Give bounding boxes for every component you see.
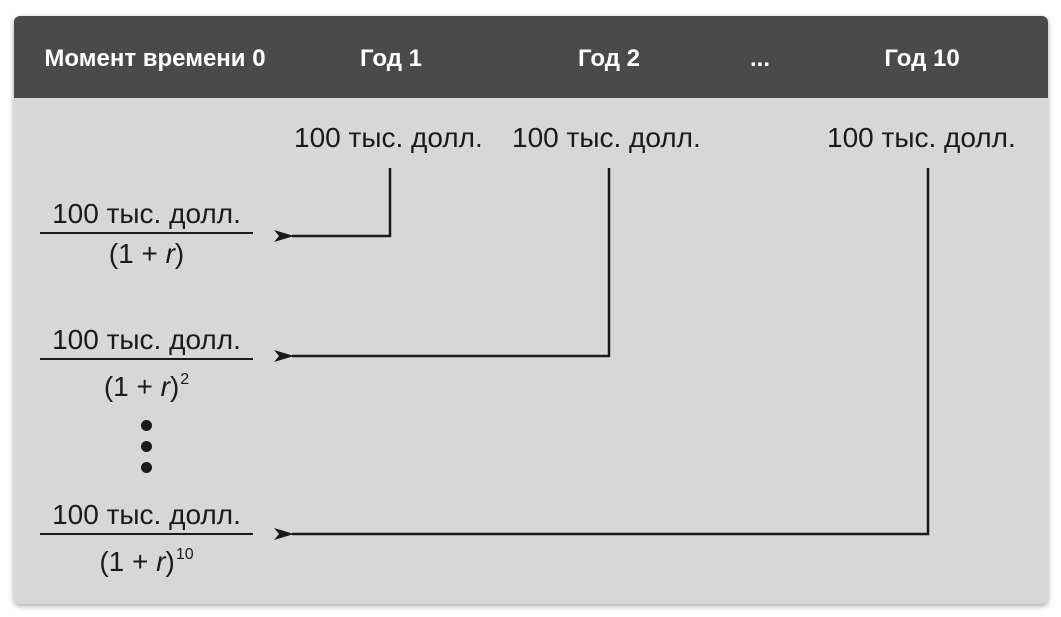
pv-numerator: 100 тыс. долл. (52, 499, 241, 530)
pv-denominator: (1 + r) (108, 238, 185, 269)
arrow-year-10 (274, 168, 930, 540)
ellipsis-dot (141, 462, 152, 473)
cash-flow-year-10: 100 тыс. долл. (827, 122, 1016, 153)
ellipsis-dot (141, 420, 152, 431)
present-value-year-10: 100 тыс. долл. (1 + r)10 (40, 497, 253, 577)
pv-denominator: (1 + r)2 (103, 371, 190, 402)
discounting-diagram: Момент времени 0 Год 1 Год 2 ... Год 10 … (14, 16, 1048, 604)
pv-numerator: 100 тыс. долл. (52, 198, 241, 229)
fraction-bar (40, 232, 253, 234)
present-value-year-1: 100 тыс. долл. (1 + r) (40, 196, 253, 270)
fraction-bar (40, 358, 253, 360)
pv-denominator: (1 + r)10 (99, 546, 194, 577)
pv-numerator: 100 тыс. долл. (52, 324, 241, 355)
cash-flow-year-2: 100 тыс. долл. (512, 122, 701, 153)
cash-flow-year-1: 100 тыс. долл. (294, 122, 483, 153)
header-year-2: Год 2 (577, 45, 640, 72)
arrow-year-2 (274, 168, 611, 362)
header-year-10: Год 10 (884, 45, 960, 72)
fraction-bar (40, 533, 253, 535)
arrow-year-1 (274, 168, 392, 242)
timeline-header: Момент времени 0 Год 1 Год 2 ... Год 10 (14, 16, 1048, 98)
ellipsis-dot (141, 441, 152, 452)
header-year-1: Год 1 (359, 45, 422, 72)
header-ellipsis: ... (749, 45, 770, 72)
vertical-ellipsis (141, 420, 153, 483)
header-moment-0: Момент времени 0 (44, 45, 266, 72)
discount-arrows (274, 168, 930, 540)
present-value-year-2: 100 тыс. долл. (1 + r)2 (40, 322, 253, 402)
